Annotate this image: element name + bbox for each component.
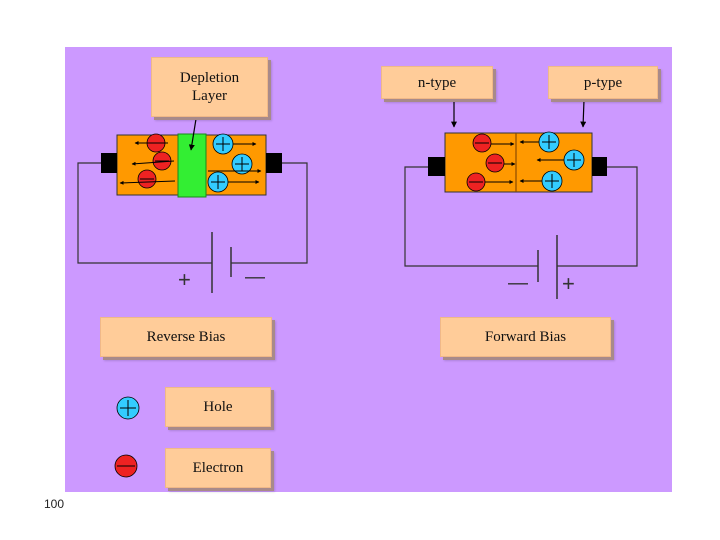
- depletion-layer-label-text: Depletion Layer: [179, 70, 240, 104]
- forward-electron-1: [472, 133, 492, 153]
- reverse-right-terminal: [266, 153, 282, 173]
- reverse-electron-3: [137, 169, 157, 189]
- forward-hole-1: [538, 131, 560, 153]
- reverse-right-wire: [231, 162, 308, 264]
- forward-battery-minus: —: [508, 272, 528, 294]
- reverse-bias-circuit: + —: [77, 118, 308, 293]
- reverse-hole-1: [212, 133, 234, 155]
- forward-bias-label-text: Forward Bias: [484, 329, 567, 345]
- forward-right-wire: [557, 166, 638, 267]
- depletion-layer-label: Depletion Layer: [151, 57, 268, 117]
- reverse-bias-label-text: Reverse Bias: [146, 329, 226, 345]
- n-type-label-text: n-type: [417, 74, 457, 91]
- electron-legend-label-text: Electron: [192, 460, 244, 476]
- forward-battery-plus: +: [562, 271, 575, 296]
- reverse-battery-minus: —: [245, 266, 265, 288]
- p-type-label-text: p-type: [583, 74, 623, 91]
- reverse-hole-3: [207, 171, 229, 193]
- forward-hole-2: [563, 149, 585, 171]
- n-type-label: n-type: [381, 66, 493, 99]
- hole-icon: [116, 396, 140, 420]
- forward-electron-3: [466, 172, 486, 192]
- forward-electron-2: [485, 153, 505, 173]
- electron-icon: [114, 454, 138, 478]
- pn-junction-diagram: + —: [77, 99, 638, 478]
- electron-legend-label: Electron: [165, 448, 271, 488]
- reverse-left-wire: [77, 162, 212, 264]
- reverse-electron-arrow-2: [131, 160, 175, 166]
- forward-left-terminal: [428, 157, 445, 176]
- reverse-hole-2: [231, 153, 253, 175]
- p-type-pointer-arrow: [580, 99, 587, 128]
- hole-legend-label: Hole: [165, 387, 271, 427]
- forward-left-wire: [404, 166, 538, 267]
- p-type-label: p-type: [548, 66, 658, 99]
- depletion-pointer-arrow: [188, 118, 197, 151]
- hole-legend-label-text: Hole: [203, 399, 233, 415]
- page-number: 100: [44, 497, 65, 511]
- forward-hole-3: [541, 170, 563, 192]
- reverse-electron-arrow-3: [119, 180, 176, 185]
- reverse-battery-plus: +: [178, 267, 191, 292]
- reverse-bias-label: Reverse Bias: [100, 317, 272, 357]
- forward-bias-circuit: — +: [404, 99, 638, 299]
- reverse-left-terminal: [101, 153, 117, 173]
- diagram-panel: + —: [65, 47, 672, 492]
- forward-right-terminal: [592, 157, 607, 176]
- forward-bias-label: Forward Bias: [440, 317, 611, 357]
